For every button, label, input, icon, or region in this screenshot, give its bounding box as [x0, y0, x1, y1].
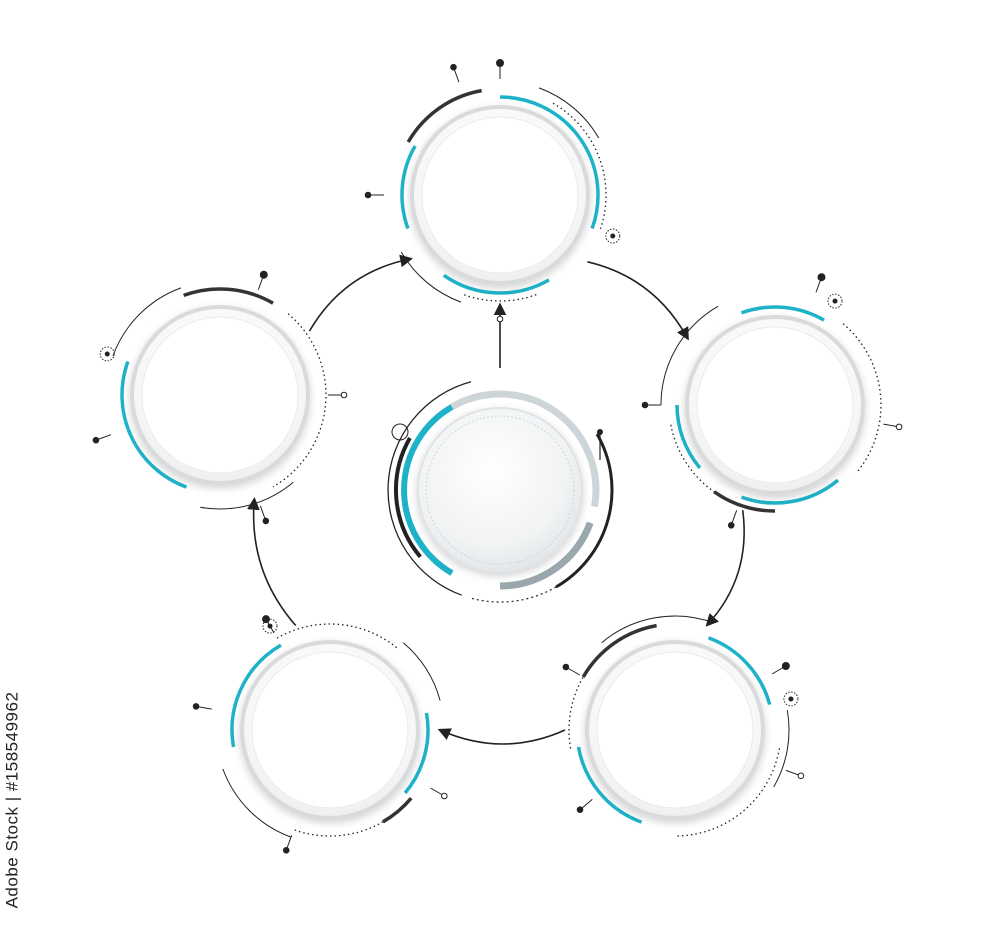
center-inner-dotted-ring	[425, 415, 575, 565]
top-tick-dot	[496, 59, 504, 67]
left-tick-dot	[340, 391, 348, 399]
center-accent-arc	[401, 404, 454, 576]
left-target-ring	[99, 346, 115, 362]
bottom-left-plate-face	[251, 651, 409, 809]
top-tick-dot	[450, 63, 457, 71]
left-dotted-arc	[272, 313, 327, 488]
bottom-left-tick-dot	[441, 792, 448, 800]
top-tick-dot	[364, 191, 372, 199]
top-accent-arc	[442, 273, 550, 295]
bottom-left-thin-arc	[222, 768, 292, 838]
left-tick-dot	[259, 270, 268, 279]
node-right	[641, 273, 903, 529]
top-dark-arc	[406, 88, 482, 143]
right-dotted-arc	[842, 323, 882, 474]
bottom-right-target-dot	[788, 696, 794, 702]
node-bottom-left	[192, 615, 448, 854]
bottom-right-plate-face	[596, 651, 754, 809]
arrow-bottom-left-to-left	[247, 496, 297, 627]
bottom-left-target-dot	[267, 623, 273, 629]
center-outer-dark-arc	[555, 433, 614, 589]
bottom-right-thin-arc	[773, 710, 790, 788]
left-tick-dot	[92, 436, 100, 444]
left-tick-dot	[262, 517, 270, 525]
left-thin-arc	[200, 481, 294, 510]
top-accent-arc	[400, 145, 417, 230]
bottom-left-tick-dot	[262, 615, 270, 624]
top-thin-arc	[538, 87, 600, 139]
left-target-dot	[104, 351, 110, 357]
top-accent-arc	[499, 95, 600, 230]
bottom-left-accent-arc	[230, 643, 282, 748]
stock-id-watermark: Adobe Stock | #158549962	[0, 690, 24, 910]
center-grey-ring-arc	[499, 521, 594, 590]
bottom-right-target-ring	[783, 691, 799, 707]
center-target-ring	[391, 423, 409, 441]
bottom-right-tick-dot	[576, 806, 584, 814]
right-target-ring	[827, 293, 843, 309]
top-tick-dot	[496, 315, 504, 323]
center-outer-dotted-arc	[470, 586, 557, 603]
top-thin-arc	[400, 251, 462, 303]
bottom-right-dotted-arc	[674, 748, 781, 837]
node-left	[92, 270, 348, 525]
center-disc	[417, 407, 583, 573]
top-dotted-arc	[463, 293, 537, 302]
node-top	[364, 59, 621, 323]
bottom-right-dark-arc	[581, 623, 657, 678]
right-tick-dot	[817, 273, 826, 282]
bottom-right-accent-arc	[707, 636, 772, 706]
left-dark-arc	[183, 287, 274, 305]
bottom-left-thin-arc	[402, 642, 441, 701]
bottom-left-tick-dot	[282, 846, 290, 854]
center-outer-thin-arc	[387, 381, 472, 596]
right-accent-arc	[675, 404, 702, 470]
bottom-right-thin-arc	[601, 615, 715, 644]
bottom-left-tick-dot	[192, 703, 200, 710]
arrow-bottom-right-to-bottom-left	[437, 728, 566, 745]
left-plate-face	[141, 316, 299, 474]
center-tick-dot	[597, 429, 603, 435]
bottom-left-accent-arc	[403, 712, 430, 795]
right-tick-dot	[641, 401, 649, 409]
bottom-right-dotted-arc	[568, 676, 584, 749]
right-tick-dot	[895, 423, 903, 431]
right-target-dot	[832, 298, 838, 304]
right-dotted-arc	[669, 423, 739, 506]
top-target-dot	[610, 233, 616, 239]
center-dark-arc	[394, 437, 422, 559]
bottom-left-dotted-arc	[293, 821, 384, 837]
right-plate-face	[696, 326, 854, 484]
bottom-right-tick-dot	[797, 772, 805, 780]
bottom-right-tick-dot	[562, 663, 570, 671]
stock-id-text: Adobe Stock | #158549962	[2, 691, 21, 909]
arrow-left-to-top	[308, 254, 414, 332]
arrow-top-to-right	[587, 261, 689, 341]
top-dotted-arc	[552, 102, 607, 232]
right-thin-arc	[660, 305, 719, 406]
right-accent-arc	[740, 478, 840, 505]
bottom-right-tick-dot	[781, 662, 790, 670]
cycle-connectors	[247, 254, 745, 745]
bottom-right-accent-arc	[576, 746, 643, 824]
left-accent-arc	[120, 360, 188, 489]
right-tick-dot	[727, 521, 735, 529]
bottom-left-target-ring	[262, 618, 278, 634]
right-accent-arc	[740, 305, 825, 322]
center-light-ring-arc	[450, 390, 600, 508]
node-bottom-right	[562, 615, 805, 837]
bottom-left-dark-arc	[382, 796, 413, 824]
right-dark-arc	[713, 490, 776, 513]
top-target-ring	[605, 228, 621, 244]
bottom-left-dotted-arc	[276, 623, 399, 650]
node-center	[387, 381, 614, 603]
arrow-right-to-bottom-right	[705, 509, 745, 627]
node-group	[92, 59, 903, 854]
left-thin-arc	[112, 287, 182, 357]
top-plate-face	[421, 116, 579, 274]
